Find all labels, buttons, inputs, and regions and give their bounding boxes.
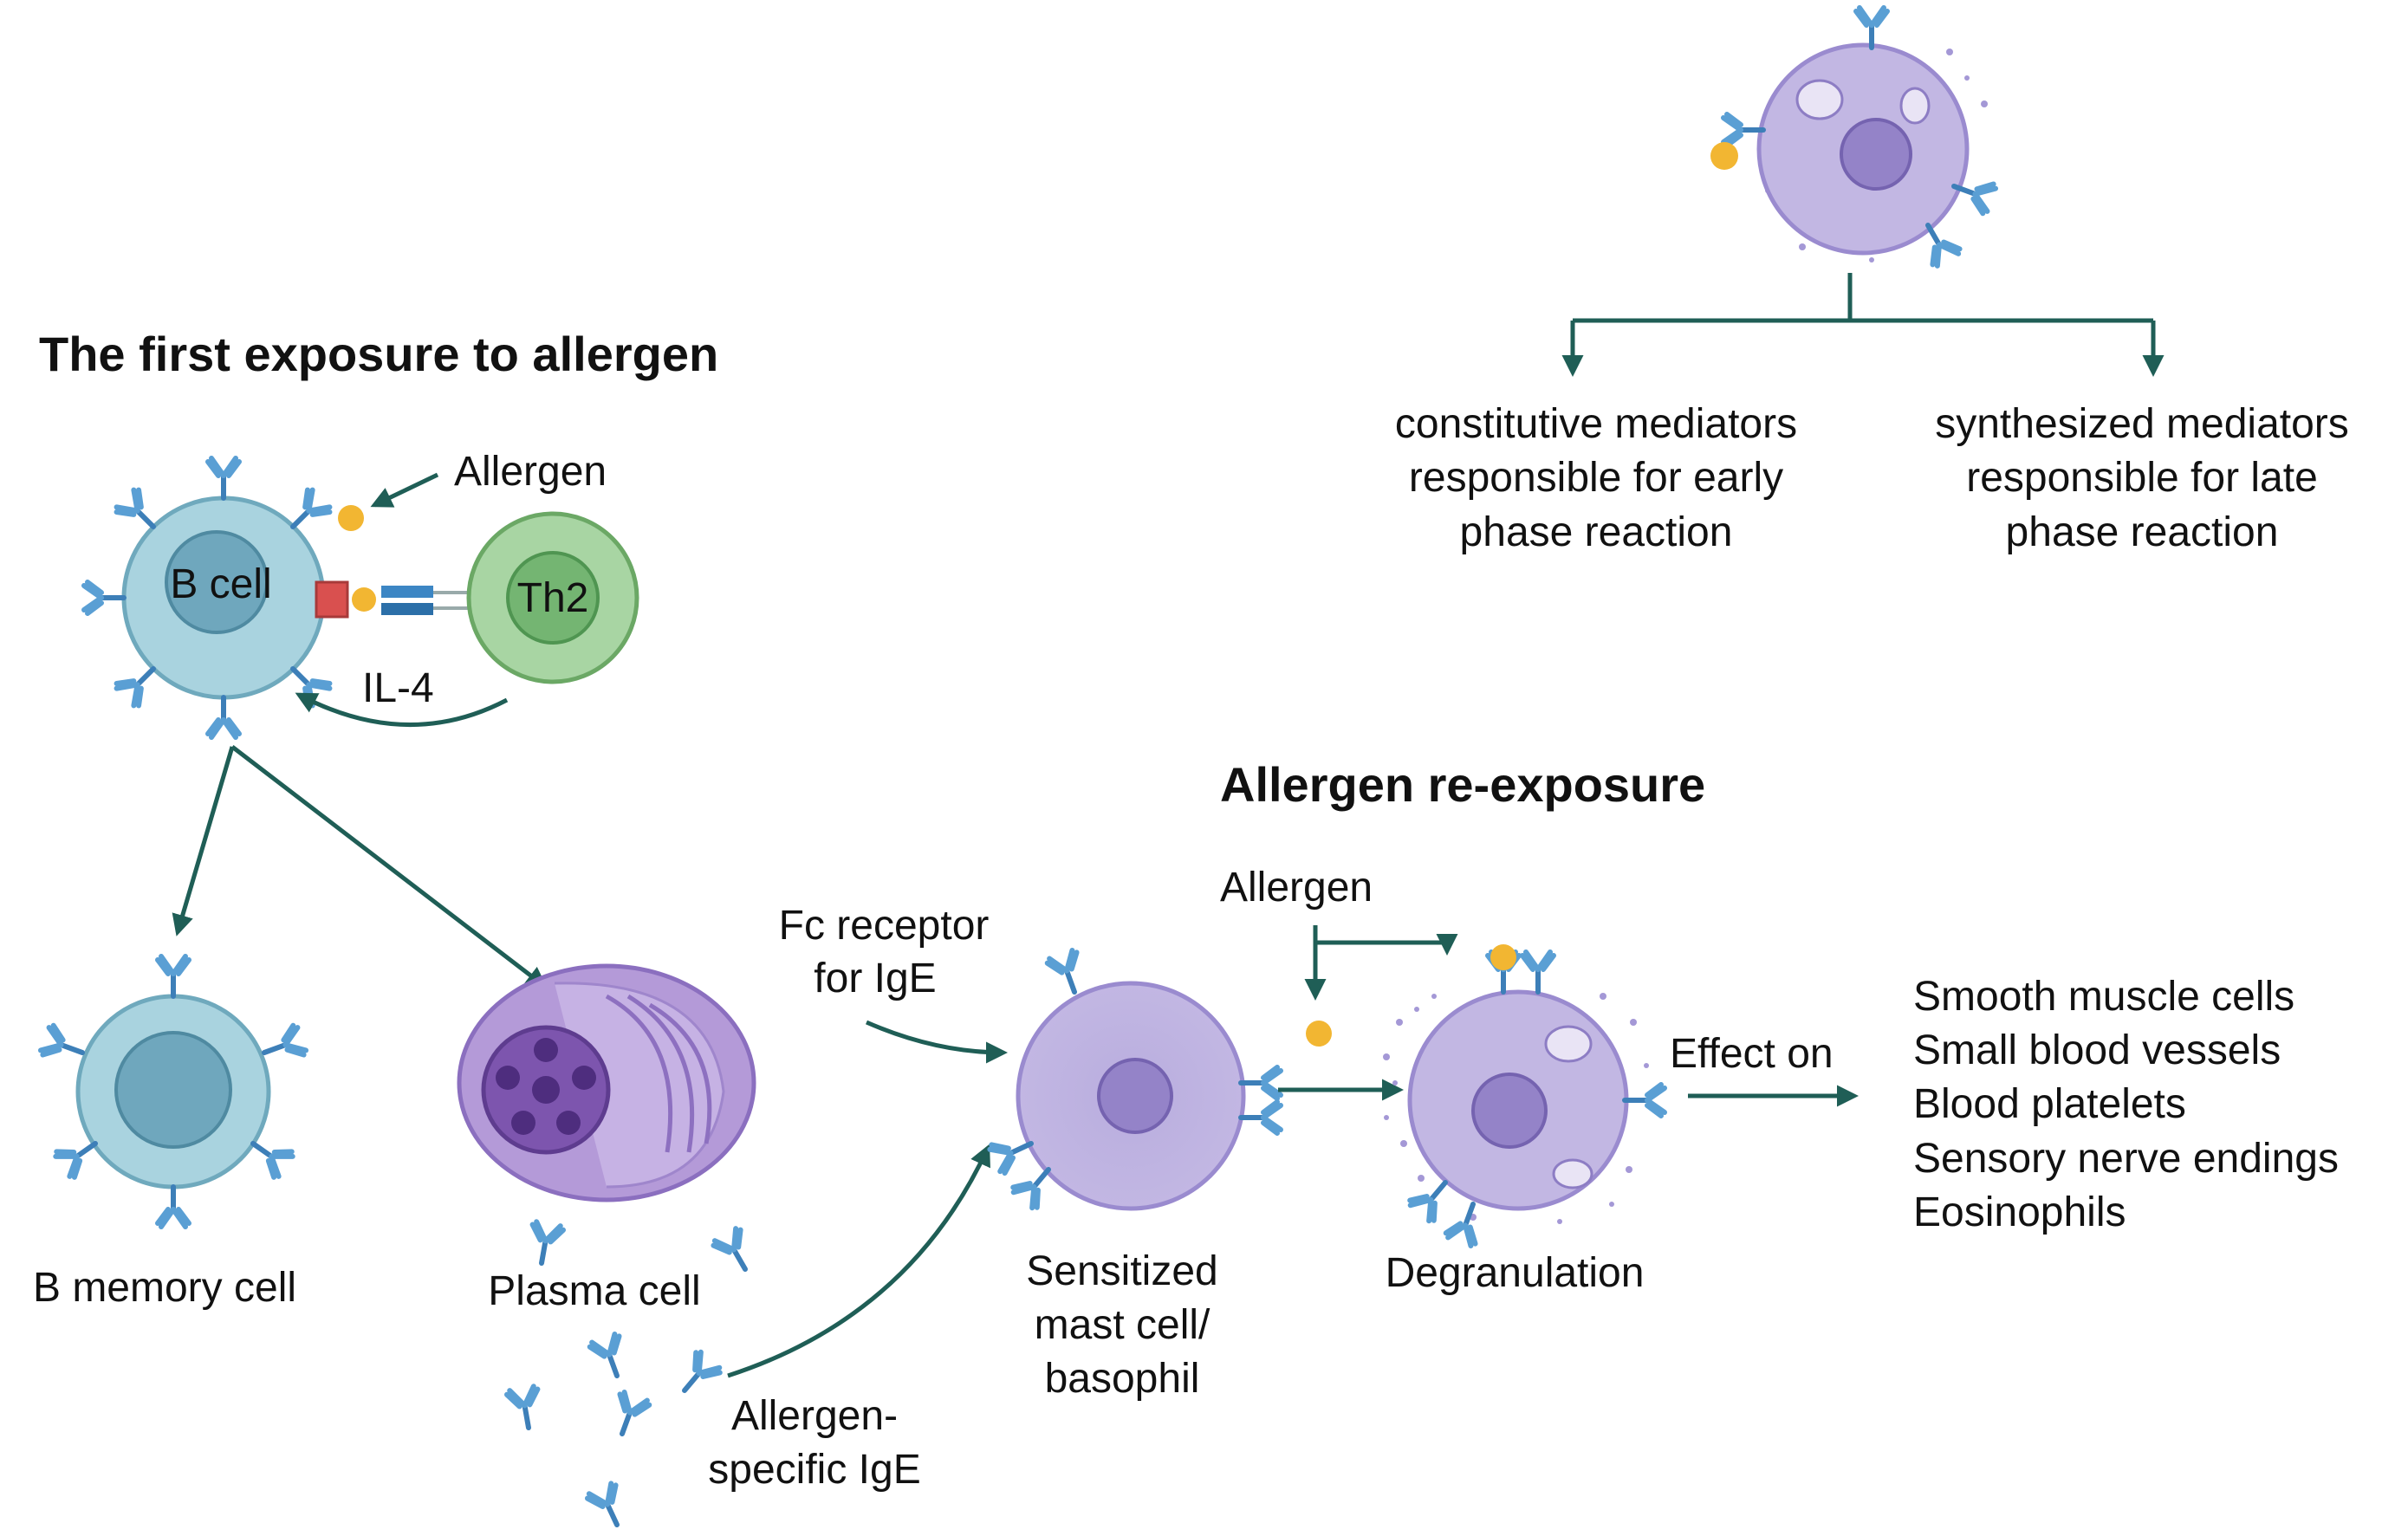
mast-label-line1: Sensitized [1026,1248,1217,1294]
il4-arrow [295,692,509,728]
allergen-arrow [370,472,439,508]
effect-item: Blood platelets [1913,1081,2186,1127]
sensitized-mast-cell [989,949,1281,1210]
b-memory-cell [40,956,308,1227]
th2-label: Th2 [517,575,589,621]
synthesized-mediators: synthesized mediators responsible for la… [1935,401,2349,555]
allergen-particle [338,505,364,531]
first-exposure-title: The first exposure to allergen [39,327,718,381]
effect-item: Eosinophils [1913,1189,2126,1235]
re-exposure-title: Allergen re-exposure [1220,757,1705,812]
mast-label-line2: mast cell/ [1035,1302,1210,1348]
ige-label-line2: specific IgE [708,1447,920,1493]
fc-receptor-line2: for IgE [814,956,936,1001]
effects-list: Smooth muscle cells Small blood vessels … [1913,974,2339,1235]
b-cell [84,458,332,737]
fc-receptor-arrow [865,1020,1008,1064]
constitutive-line: constitutive mediators [1395,401,1797,447]
plasma-label: Plasma cell [488,1268,700,1314]
il4-label: IL-4 [362,665,434,711]
mhc-tcr-complex [315,580,468,619]
effect-item: Small blood vessels [1913,1027,2281,1073]
ige-label-line1: Allergen- [731,1393,898,1439]
re-exposure-allergen-label: Allergen [1220,865,1373,911]
effect-item: Smooth muscle cells [1913,974,2294,1020]
b-cell-label: B cell [170,561,271,607]
plasma-cell [457,963,756,1202]
degranulation-label: Degranulation [1386,1250,1645,1296]
synthesized-line: synthesized mediators [1935,401,2349,447]
arrow-to-memory [172,746,235,937]
b-memory-label: B memory cell [33,1265,296,1311]
arrow-to-plasma [230,745,548,989]
degranulating-cell [1383,944,1665,1247]
constitutive-line: phase reaction [1460,509,1733,555]
effect-item: Sensory nerve endings [1913,1136,2339,1182]
allergen-binding-arrow [1313,925,1458,956]
constitutive-mediators: constitutive mediators responsible for e… [1395,401,1797,555]
synthesized-line: responsible for late [1966,455,2318,501]
synthesized-line: phase reaction [2006,509,2279,555]
mast-label-line3: basophil [1045,1356,1200,1402]
effect-label: Effect on [1670,1031,1834,1077]
allergen-label: Allergen [454,449,607,495]
ige-arrow [727,1144,990,1378]
top-degranulating-cell [1710,8,1996,268]
th2-cell [466,511,639,684]
allergen-particle-re [1306,1021,1332,1047]
constitutive-line: responsible for early [1409,455,1783,501]
fc-receptor-line1: Fc receptor [779,903,990,949]
